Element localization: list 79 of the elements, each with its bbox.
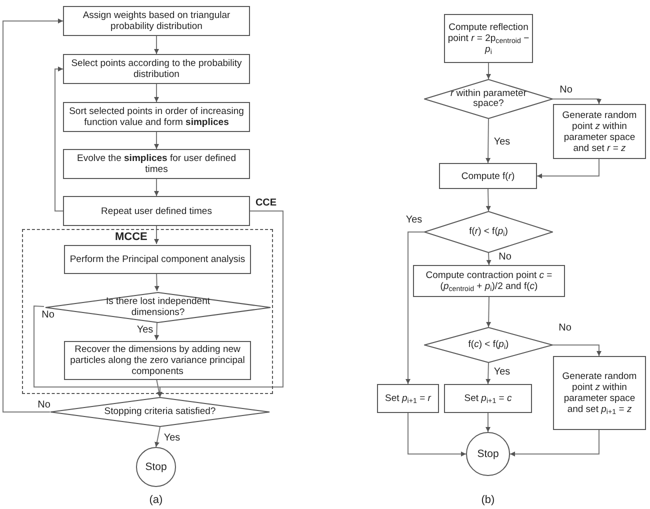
decision-text: r within parameter space? [449,88,528,110]
decision-text: f(r) < f(p$_{i}$) [469,226,508,238]
step-text: Compute reflection point r = 2p$_{centroid}$ − p$_{i}$ [447,22,530,55]
edge-label: Yes [492,366,512,378]
process-box [439,163,537,189]
decision-diamond [424,327,553,363]
flow-arrow [154,178,159,196]
step-text: Assign weights based on triangular probability distribution [82,10,232,32]
flow-arrow [486,118,491,164]
edge-label: Yes [492,136,512,148]
process-box [64,341,251,380]
edge-label: Yes [136,324,154,336]
process-box [63,54,250,84]
flow-arrow [154,226,159,244]
process-box [63,196,250,226]
decision-diamond [50,397,270,427]
process-box [63,6,250,36]
edge-label: CCE [254,198,278,208]
process-box [553,356,646,430]
flow-arrow [552,344,602,356]
decision-text: Stopping criteria satisfied? [104,406,216,418]
flow-arrow [486,296,492,328]
flow-arrow [154,132,159,150]
step-text: Sort selected points in order of increasing function value and form simplices [68,106,245,128]
step-text: Select points according to the probability distribution [70,58,243,80]
process-box [444,384,532,413]
step-text: Repeat user defined times [101,206,212,216]
flow-arrow [34,305,162,398]
flow-arrow [154,272,160,292]
step-text: Set p$_{i+1}$ = c [464,393,512,404]
process-box [63,149,250,179]
process-box [64,245,251,274]
edge-label: No [36,400,52,410]
flow-arrow [54,66,64,212]
process-box [377,384,439,413]
decision-text: f(c) < f(p$_{i}$) [468,340,509,350]
flow-arrow [154,84,159,102]
flow-arrow [510,430,600,456]
flow-arrow [486,188,491,212]
flow-arrow [154,426,160,448]
panel-caption: (b) [481,492,495,508]
step-text: Evolve the simplices for user defined times [76,153,237,175]
group-title: MCCE [115,231,148,244]
panel-caption: (a) [149,492,163,508]
step-text: Perform the Principal component analysis [70,254,246,265]
step-text: Recover the dimensions by adding new particles along the zero variance principal components [69,344,246,377]
dashed-group-frame [22,229,273,394]
decision-text: Is there lost independent dimensions? [104,297,212,318]
flow-arrow [2,18,64,412]
flow-arrow [486,62,491,80]
terminal-text: Stop [477,448,499,460]
flow-arrow [154,36,159,54]
process-box [553,104,646,159]
decision-diamond [424,211,553,253]
flow-arrow [406,232,424,384]
flow-arrow [486,362,491,384]
step-text: Set p$_{i+1}$ = r [385,393,431,404]
flow-arrow [408,412,466,456]
flow-arrow [486,412,490,432]
edge-label: No [498,252,512,262]
step-text: Compute contraction point c = (p$_{centroid}$ + p$_{i}$)/2 and f(c) [424,270,554,292]
flow-arrow [536,158,600,178]
edge-label: No [558,322,572,334]
process-box [63,102,250,132]
step-text: Generate random point z within parameter space and set p$_{i+1}$ = z [561,371,638,415]
process-box [444,14,533,63]
decision-diamond [424,79,553,119]
terminal-text: Stop [145,461,167,473]
step-text: Generate random point z within parameter space and set r = z [561,110,638,154]
flow-arrow [154,322,160,340]
edge-label: No [558,84,574,96]
flow-arrow [486,252,492,266]
edge-label: No [40,310,56,320]
flow-arrow [552,98,602,104]
flow-arrow [156,378,162,398]
process-box [413,265,565,297]
edge-label: Yes [162,432,182,444]
edge-label: Yes [404,214,424,226]
step-text: Compute f(r) [461,170,515,182]
